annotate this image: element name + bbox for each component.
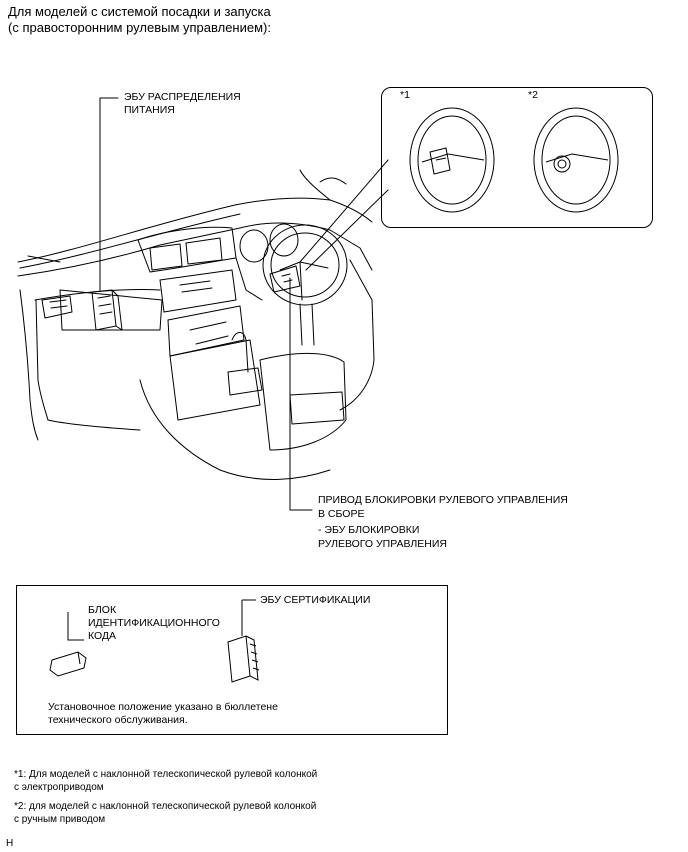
- left-vent: [41, 295, 73, 319]
- id-block-leader: [67, 612, 84, 641]
- inset-marker-2: *2: [528, 89, 538, 101]
- inset-wheel-2: [533, 107, 619, 213]
- glovebox: [59, 289, 163, 331]
- gauge-right: [269, 223, 299, 257]
- power-ecu-label-2: ПИТАНИЯ: [124, 104, 175, 116]
- inset-leader-2: [305, 189, 389, 271]
- radio-unit: [159, 269, 237, 313]
- cert-ecu-leader: [241, 599, 256, 636]
- dashboard-top: [17, 227, 241, 277]
- id-block-label-3: КОДА: [88, 630, 117, 642]
- install-note-2: технического обслуживания.: [48, 714, 188, 726]
- id-block-label-1: БЛОК: [88, 604, 117, 616]
- inset-actuator-1: [429, 147, 451, 175]
- actuator-label-1: ПРИВОД БЛОКИРОВКИ РУЛЕВОГО УПРАВЛЕНИЯ: [318, 494, 568, 506]
- inset-marker-1: *1: [400, 89, 410, 101]
- lock-ecu-label-2: РУЛЕВОГО УПРАВЛЕНИЯ: [318, 538, 448, 550]
- lock-ecu-label-1: - ЭБУ БЛОКИРОВКИ: [318, 524, 420, 536]
- mirror-mount: [319, 177, 347, 185]
- lock-actuator-main: [269, 265, 301, 293]
- windshield-edge: [17, 197, 331, 263]
- footnote-1-line-1: *1: Для моделей с наклонной телескопичес…: [14, 769, 318, 780]
- id-block-label-2: ИДЕНТИФИКАЦИОННОГО: [88, 617, 220, 629]
- footnote-2-line-1: *2: для моделей с наклонной телескопичес…: [14, 801, 317, 812]
- power-ecu-unit: [91, 289, 117, 331]
- install-note-1: Установочное положение указано в бюллете…: [48, 701, 278, 713]
- cert-ecu-label: ЭБУ СЕРТИФИКАЦИИ: [260, 594, 371, 606]
- inset-wheel-1: [409, 107, 495, 213]
- inset-actuator-2: [553, 155, 571, 173]
- armrest: [259, 353, 347, 451]
- gear-shifter: [231, 332, 249, 373]
- note-box: [16, 585, 448, 735]
- steering-wheel: [262, 224, 348, 306]
- inset-frame: [381, 87, 653, 228]
- header-line-1: Для моделей с системой посадки и запуска: [8, 4, 271, 19]
- power-ecu-leader: [99, 97, 119, 291]
- climate-panel: [167, 305, 245, 357]
- actuator-leader: [289, 277, 313, 511]
- footnote-1-line-2: с электроприводом: [14, 782, 104, 793]
- corner-mark: H: [6, 838, 14, 849]
- header-line-2: (с правосторонним рулевым управлением):: [8, 20, 271, 35]
- inset-wheels: [409, 107, 619, 213]
- power-ecu-label-1: ЭБУ РАСПРЕДЕЛЕНИЯ: [124, 91, 241, 103]
- inset-leader-1: [299, 159, 389, 263]
- footnote-2-line-2: с ручным приводом: [14, 814, 106, 825]
- actuator-label-2: В СБОРЕ: [318, 508, 365, 520]
- steering-column: [299, 303, 315, 346]
- center-console: [169, 339, 261, 421]
